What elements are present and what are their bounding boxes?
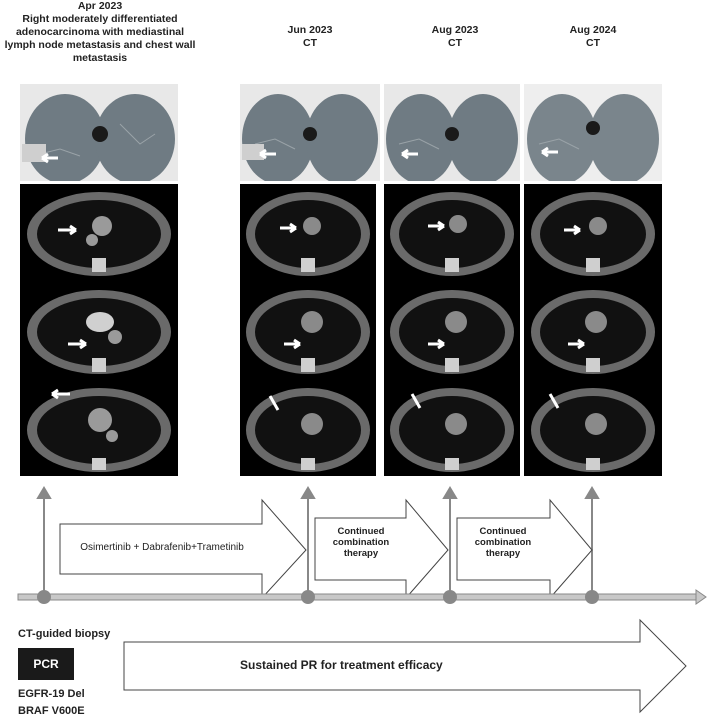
lymph-node-arrow-icon	[284, 338, 301, 350]
ct-column-apr-2023	[20, 184, 178, 476]
timepoint-date: Jun 2023	[287, 24, 333, 36]
timeline-nodes	[37, 590, 599, 604]
lymph-node-arrow-icon	[428, 338, 445, 350]
ct-slice-middle	[384, 282, 520, 378]
timepoint-header-aug-2023: Aug 2023 CT	[400, 24, 510, 50]
ct-slice-lower	[524, 380, 662, 476]
ct-slice-upper	[20, 184, 178, 280]
lymph-node-arrow-icon	[564, 224, 581, 236]
lesion-arrow-icon	[541, 146, 558, 158]
timepoint-markers	[36, 486, 600, 597]
ct-slice-upper	[524, 184, 662, 280]
timepoint-header-jun-2023: Jun 2023 CT	[255, 24, 365, 50]
timepoint-modality: CT	[586, 37, 600, 49]
baseline-description-line: Right moderately differentiated	[22, 13, 178, 25]
baseline-description-line: metastasis	[72, 52, 128, 64]
ct-column-aug-2023	[384, 184, 520, 476]
chest-wall-arrow-icon	[51, 388, 70, 400]
lung-window-image-jun-2023	[240, 84, 380, 181]
main-timeline	[17, 589, 707, 605]
therapy-phase1-label: Osimertinib + Dabrafenib+Trametinib	[80, 542, 244, 553]
lung-window-image-aug-2024	[524, 84, 662, 181]
therapy-phase3-label: Continued combination therapy	[474, 526, 532, 559]
ct-slice-lower	[20, 380, 178, 476]
chest-wall-arrow-icon	[548, 393, 560, 409]
ct-slice-lower	[384, 380, 520, 476]
outcome-arrow	[123, 618, 687, 714]
lesion-arrow-icon	[401, 148, 418, 160]
chest-wall-arrow-icon	[268, 395, 280, 411]
therapy-phase2-label: Continued combination therapy	[332, 526, 390, 559]
lymph-node-arrow-icon	[280, 222, 297, 234]
timeline-diagram	[17, 486, 707, 714]
therapy-arrow-phase3	[456, 498, 593, 600]
ct-column-jun-2023	[240, 184, 376, 476]
timepoint-modality: CT	[303, 37, 317, 49]
lymph-node-arrow-icon	[58, 224, 77, 236]
ct-column-aug-2024	[524, 184, 662, 476]
baseline-header: Apr 2023 Right moderately differentiated…	[0, 0, 200, 65]
lung-window-image-apr-2023	[20, 84, 178, 181]
lymph-node-arrow-icon	[568, 338, 585, 350]
lesion-arrow-icon	[259, 148, 276, 160]
timepoint-modality: CT	[448, 37, 462, 49]
biopsy-method-label: CT-guided biopsy	[18, 628, 111, 640]
lymph-node-arrow-icon	[68, 338, 87, 350]
timepoint-header-aug-2024: Aug 2024 CT	[538, 24, 648, 50]
therapy-arrow-phase1	[59, 498, 307, 600]
ct-slice-upper	[240, 184, 376, 280]
therapy-arrow-phase2	[314, 498, 449, 600]
baseline-date: Apr 2023	[77, 0, 123, 12]
timepoint-date: Aug 2023	[431, 24, 479, 36]
lesion-arrow-icon	[41, 152, 58, 164]
lymph-node-arrow-icon	[428, 220, 445, 232]
ct-slice-middle	[240, 282, 376, 378]
timepoint-date: Aug 2024	[569, 24, 617, 36]
baseline-description-line: adenocarcinoma with mediastinal	[15, 26, 185, 38]
ct-slice-middle	[20, 282, 178, 378]
mutation-label-egfr: EGFR-19 Del	[18, 688, 85, 700]
ct-slice-lower	[240, 380, 376, 476]
mutation-label-braf: BRAF V600E	[18, 705, 85, 717]
ct-slice-middle	[524, 282, 662, 378]
lung-window-image-aug-2023	[384, 84, 520, 181]
ct-slice-upper	[384, 184, 520, 280]
outcome-label: Sustained PR for treatment efficacy	[240, 658, 443, 672]
pcr-box: PCR	[18, 648, 74, 680]
chest-wall-arrow-icon	[410, 393, 422, 409]
baseline-description-line: lymph node metastasis and chest wall	[4, 39, 196, 51]
